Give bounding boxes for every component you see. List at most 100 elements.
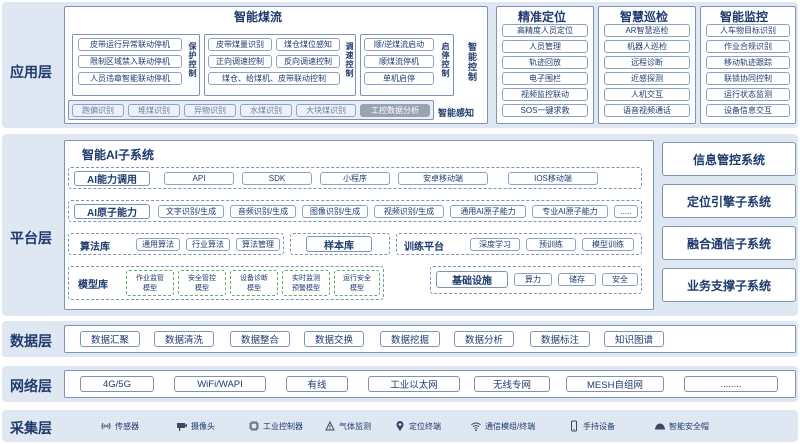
speed-item-1: 煤仓煤位感知 <box>276 38 340 51</box>
collect-label-sensor: 传感器 <box>115 421 139 431</box>
helmet-icon <box>655 423 665 430</box>
locate-item-1: 人员管理 <box>502 40 588 53</box>
startstop-item-1: 顺煤流停机 <box>364 55 434 68</box>
patrol-item-1: 机器人巡检 <box>604 40 690 53</box>
collect-label-helmet: 智能安全帽 <box>669 421 709 431</box>
side-system-info-control: 信息管控系统 <box>662 142 796 176</box>
locator-icon <box>396 421 404 431</box>
data-item-3: 数据交换 <box>304 331 364 347</box>
ai-atom-item-3: 视频识别/生成 <box>374 205 444 218</box>
ai-call-item-4: IOS移动端 <box>508 172 598 185</box>
protect-item-1: 限制区域禁入联动停机 <box>78 55 182 68</box>
model-item-3: 实时监测 预警模型 <box>282 270 330 296</box>
locate-item-2: 轨迹回放 <box>502 56 588 69</box>
data-item-0: 数据汇聚 <box>80 331 140 347</box>
sense-item-3: 水煤识别 <box>240 104 292 117</box>
patrol-item-5: 语音视频通话 <box>604 104 690 117</box>
sense-item-2: 异物识别 <box>184 104 236 117</box>
application-layer-label: 应用层 <box>10 64 52 80</box>
monitor-item-0: 人车物目标识别 <box>706 24 790 37</box>
precise-positioning-title: 精准定位 <box>518 10 567 24</box>
ai-atom-item-2: 图像识别/生成 <box>302 205 368 218</box>
ai-call-item-0: API <box>164 172 234 185</box>
data-item-7: 知识图谱 <box>604 331 664 347</box>
train-item-2: 模型训练 <box>582 238 634 251</box>
infra-item-1: 储存 <box>558 273 596 286</box>
locate-item-5: SOS一键求救 <box>502 104 588 117</box>
side-system-converged-comm: 融合通信子系统 <box>662 226 796 260</box>
collect-item-comm: 通信模组/终端 <box>470 420 535 432</box>
startstop-control-label: 启停控制 <box>441 42 450 78</box>
network-layer-label: 网络层 <box>10 378 52 394</box>
locate-item-4: 视频监控联动 <box>502 88 588 101</box>
collect-label-handheld: 手持设备 <box>583 421 615 431</box>
monitor-item-3: 联锁协同控制 <box>706 72 790 85</box>
ai-atom-item-0: 文字识别/生成 <box>158 205 224 218</box>
model-item-1: 安全管控 模型 <box>178 270 226 296</box>
locate-item-0: 高精度人员定位 <box>502 24 588 37</box>
ai-call-item-1: SDK <box>242 172 312 185</box>
algo-item-0: 通用算法 <box>136 238 180 251</box>
ai-call-item-2: 小程序 <box>320 172 390 185</box>
data-layer-label: 数据层 <box>10 333 52 349</box>
ai-atom-item-4: 通用AI原子能力 <box>450 205 526 218</box>
network-item-6: ........ <box>684 376 778 392</box>
speed-control-label: 调速控制 <box>345 42 354 78</box>
gas-icon <box>325 420 335 431</box>
collect-item-camera: 摄像头 <box>176 420 215 432</box>
ai-call-label: AI能力调用 <box>74 171 150 186</box>
handheld-icon <box>571 420 577 432</box>
side-system-business-support: 业务支撑子系统 <box>662 268 796 302</box>
data-item-1: 数据清洗 <box>154 331 214 347</box>
ai-atom-item-5: 专业AI原子能力 <box>532 205 608 218</box>
speed-item-2: 正向调速控制 <box>208 55 272 68</box>
collect-label-comm: 通信模组/终端 <box>485 421 536 431</box>
speed-item-4: 煤仓、给煤机、皮带联动控制 <box>208 72 340 85</box>
monitor-item-5: 设备信息交互 <box>706 104 790 117</box>
smart-sense-label: 智能感知 <box>438 108 475 118</box>
controller-icon <box>249 421 259 431</box>
network-item-3: 工业以太网 <box>368 376 460 392</box>
collect-label-camera: 摄像头 <box>191 421 215 431</box>
algo-item-1: 行业算法 <box>186 238 230 251</box>
collect-item-locator: 定位终端 <box>394 420 441 432</box>
ai-call-item-3: 安卓移动端 <box>398 172 488 185</box>
data-item-5: 数据分析 <box>454 331 514 347</box>
platform-layer-label: 平台层 <box>10 230 52 246</box>
model-library-group <box>68 266 384 300</box>
sense-item-1: 堆煤识别 <box>128 104 180 117</box>
model-item-4: 运行安全 模型 <box>334 270 380 296</box>
collect-item-sensor: 传感器 <box>100 420 139 432</box>
ai-atom-item-1: 音频识别/生成 <box>230 205 296 218</box>
sense-item-4: 大块煤识别 <box>296 104 356 117</box>
protect-control-label: 保护控制 <box>188 42 197 78</box>
patrol-item-0: AR智慧巡检 <box>604 24 690 37</box>
model-library-label: 模型库 <box>78 280 108 291</box>
comm-icon <box>471 422 481 432</box>
network-item-1: WiFi/WAPI <box>174 376 266 392</box>
sample-library-label: 样本库 <box>306 236 372 252</box>
collect-item-helmet: 智能安全帽 <box>654 420 709 432</box>
monitor-item-1: 作业合规识别 <box>706 40 790 53</box>
patrol-item-2: 远程诊断 <box>604 56 690 69</box>
smart-conveyor-title: 智能煤流 <box>234 10 283 24</box>
collect-label-locator: 定位终端 <box>409 421 441 431</box>
train-item-0: 深度学习 <box>470 238 520 251</box>
collect-label-controller: 工业控制器 <box>263 421 303 431</box>
network-item-5: MESH自组网 <box>566 376 664 392</box>
ai-subsystem-title: 智能AI子系统 <box>82 148 155 162</box>
smart-monitor-title: 智能监控 <box>720 10 769 24</box>
startstop-item-2: 单机启停 <box>364 72 434 85</box>
collect-item-handheld: 手持设备 <box>568 420 615 432</box>
model-item-0: 作业监管 模型 <box>126 270 174 296</box>
patrol-item-3: 近感探测 <box>604 72 690 85</box>
startstop-item-0: 顺/逆煤流启动 <box>364 38 434 51</box>
camera-icon <box>177 423 187 431</box>
network-item-0: 4G/5G <box>80 376 154 392</box>
protect-item-0: 皮带运行异常联动停机 <box>78 38 182 51</box>
ai-atom-item-6: ..... <box>614 205 638 218</box>
data-item-2: 数据整合 <box>230 331 290 347</box>
model-item-2: 设备诊断 模型 <box>230 270 278 296</box>
monitor-item-2: 移动轨迹跟踪 <box>706 56 790 69</box>
network-item-2: 有线 <box>286 376 348 392</box>
